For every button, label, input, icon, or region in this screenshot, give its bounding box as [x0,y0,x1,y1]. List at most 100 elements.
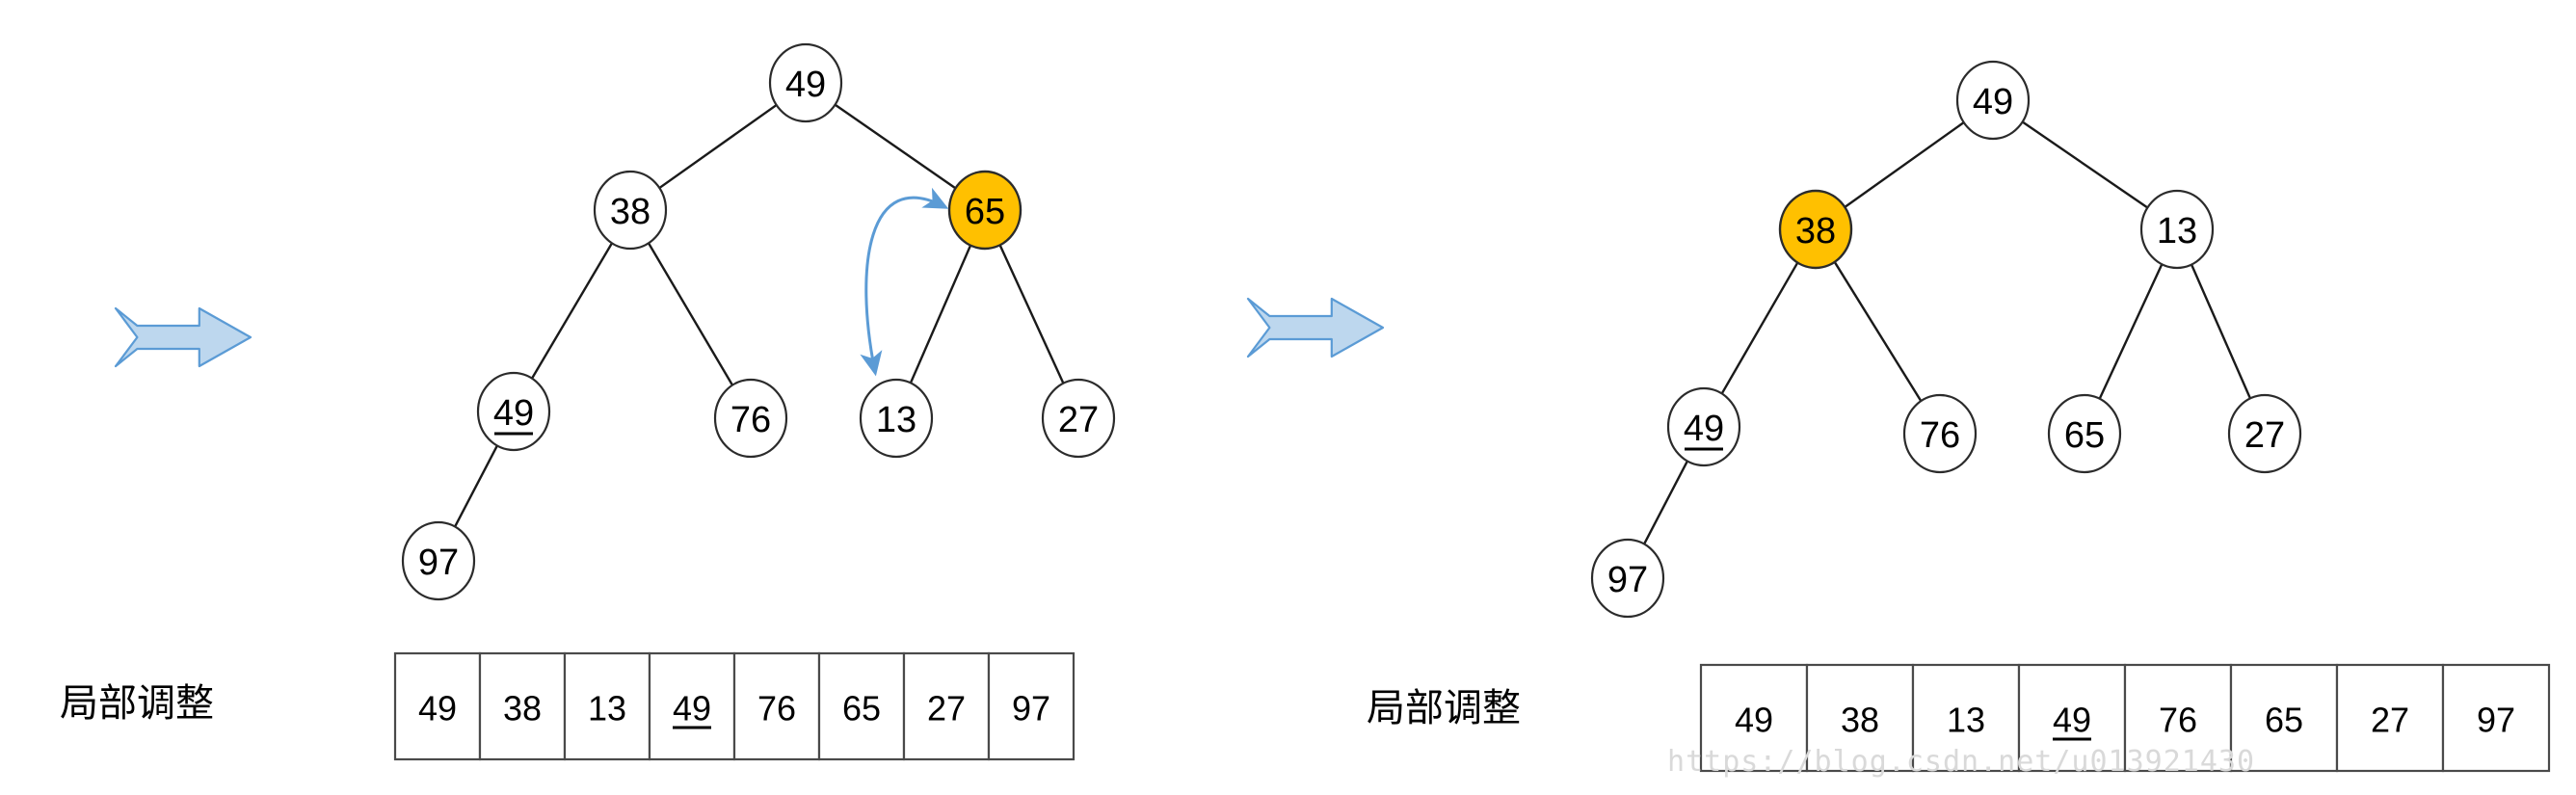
node-circle [476,371,551,452]
watermark-text: https://blog.csdn.net/u013921430 [1667,745,2255,779]
tree-node-65[interactable]: 65 [2047,393,2122,474]
node-value-label: 38 [1795,211,1836,252]
left-array-table: 49 38 13 49 76 65 27 97 [393,651,1076,761]
array-cell-value: 76 [2159,701,2197,740]
array-cell-box [1699,663,1809,773]
array-cell-value: 38 [1841,701,1879,740]
tree-node-76[interactable]: 76 [1902,393,1978,474]
array-cell-value: 65 [842,689,881,729]
array-cell-value: 49 [418,689,457,729]
array-cell[interactable]: 38 [478,651,567,761]
node-circle [859,378,934,459]
array-cell[interactable]: 38 [1805,663,1915,773]
tree-node-97[interactable]: 97 [1590,538,1665,619]
node-circle [713,378,788,459]
tree-node-49-dup[interactable]: 49 [1666,386,1741,467]
node-circle [2139,189,2215,270]
array-cell-box [817,651,906,761]
node-circle [768,42,843,123]
array-cell-box [563,651,651,761]
tree-node-49-dup[interactable]: 49 [476,371,551,452]
left-step-label: 局部调整 [60,681,214,726]
node-value-label: 38 [610,192,651,232]
array-cell-value: 38 [503,689,542,729]
tree-node-65[interactable]: 65 [947,170,1022,251]
node-circle [1955,60,2031,141]
array-cell[interactable]: 65 [817,651,906,761]
array-cell-box [393,651,482,761]
array-cell[interactable]: 27 [902,651,991,761]
node-circle [2047,393,2122,474]
node-value-label: 27 [1058,400,1099,440]
array-cell[interactable]: 27 [2335,663,2445,773]
left-tree-edges [453,103,1066,529]
node-circle [593,170,668,251]
right-array-table: 49 38 13 49 76 65 27 97 [1699,663,2551,773]
tree-edge [647,241,734,387]
array-cell[interactable]: 49 [393,651,482,761]
array-cell-box [902,651,991,761]
array-cell-box [2441,663,2551,773]
tree-node-27[interactable]: 27 [1041,378,1116,459]
node-circle [2227,393,2302,474]
tree-edge [1843,120,1966,209]
node-value-label: 97 [1607,560,1648,600]
array-cell[interactable]: 65 [2229,663,2339,773]
tree-node-49[interactable]: 49 [1955,60,2031,141]
array-cell-value: 76 [757,689,796,729]
array-cell-value: 13 [1947,701,1985,740]
right-step-label: 局部调整 [1367,686,1521,730]
block-arrow-right-panel [1246,297,1385,358]
tree-node-49[interactable]: 49 [768,42,843,123]
tree-edge [2190,262,2252,401]
tree-node-13[interactable]: 13 [859,378,934,459]
left-tree-nodes: 49 38 65 49 76 13 27 97 [401,42,1116,601]
tree-node-38[interactable]: 38 [1778,189,1853,270]
array-cell-value: 97 [2477,701,2515,740]
node-value-label: 65 [2064,415,2105,456]
node-circle-highlighted [1778,189,1853,270]
tree-edge [909,243,972,385]
array-cell[interactable]: 49 [2017,663,2127,773]
node-value-label: 65 [965,192,1005,232]
tree-edge [657,103,779,190]
array-cell[interactable]: 97 [987,651,1076,761]
array-cell-value: 27 [927,689,966,729]
node-value-label: 97 [418,543,459,583]
array-cell-value: 65 [2265,701,2303,740]
array-cell-value: 49 [1735,701,1773,740]
node-circle-highlighted [947,170,1022,251]
array-cell[interactable]: 13 [563,651,651,761]
node-value-label: 13 [876,400,916,440]
array-cell[interactable]: 49 [648,651,736,761]
array-cell[interactable]: 76 [732,651,821,761]
node-value-label: 27 [2244,415,2285,456]
array-cell[interactable]: 13 [1911,663,2021,773]
array-cell-value: 49 [673,689,711,729]
node-circle [1666,386,1741,467]
array-cell[interactable]: 49 [1699,663,1809,773]
right-tree-edges [1642,119,2252,546]
tree-node-76[interactable]: 76 [713,378,788,459]
node-value-label: 49 [493,393,534,434]
tree-node-13[interactable]: 13 [2139,189,2215,270]
tree-edge [997,243,1066,385]
tree-edge [2021,119,2149,210]
node-value-label: 49 [785,65,826,105]
tree-edge [833,103,958,190]
node-circle [1041,378,1116,459]
node-value-label: 49 [1973,82,2013,122]
swap-curve-65-13 [860,187,949,377]
node-circle [1902,393,1978,474]
tree-node-38[interactable]: 38 [593,170,668,251]
array-cell-box [2335,663,2445,773]
tree-node-27[interactable]: 27 [2227,393,2302,474]
tree-edge [2097,262,2164,401]
tree-node-97[interactable]: 97 [401,520,476,601]
array-cell[interactable]: 97 [2441,663,2551,773]
array-cell-box [1911,663,2021,773]
array-cell-value: 49 [2053,701,2091,740]
node-circle [401,520,476,601]
